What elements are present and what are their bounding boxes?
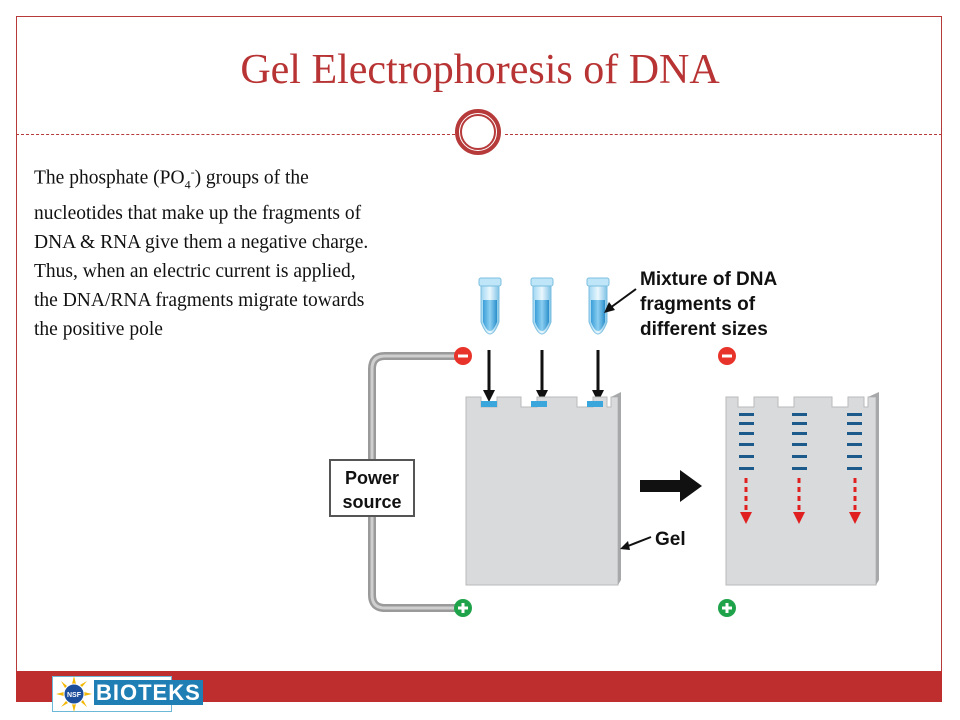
loading-arrow-1	[483, 350, 495, 402]
mixture-label: Mixture of DNA fragments of different si…	[640, 269, 778, 340]
bioteks-logo-text: BIOTEKS	[94, 680, 203, 706]
lane-1-bands	[739, 413, 754, 470]
migration-arrow-2	[793, 478, 805, 524]
body-text: The phosphate (PO4-) groups of the nucle…	[34, 158, 379, 344]
power-source-box: Power source	[329, 459, 415, 517]
loading-arrow-2	[536, 350, 548, 402]
gel-before	[465, 392, 621, 586]
body-text-part1: The phosphate (PO	[34, 167, 185, 189]
gel-label: Gel	[655, 529, 686, 550]
mixture-pointer-arrow	[604, 288, 637, 313]
bioteks-logo-wordmark: BIOTEKS	[94, 680, 203, 705]
mixture-label-line3: different sizes	[640, 319, 768, 340]
slide-title: Gel Electrophoresis of DNA	[240, 47, 720, 93]
lane-3-bands	[847, 413, 862, 470]
process-arrow	[640, 470, 702, 502]
positive-electrode-right	[718, 599, 736, 617]
test-tube-3	[586, 277, 610, 335]
test-tube-1	[478, 277, 502, 335]
loading-arrow-3	[592, 350, 604, 402]
body-text-part2: ) groups of the nucleotides that make up…	[34, 167, 369, 341]
migration-arrow-3	[849, 478, 861, 524]
gel-pointer-arrow	[620, 536, 652, 550]
mixture-label-line2: fragments of	[640, 294, 756, 315]
migration-arrow-1	[740, 478, 752, 524]
gel-after	[725, 392, 879, 586]
title-divider-right	[505, 134, 942, 135]
nsf-seal-text: NSF	[67, 692, 82, 699]
well-sample-2	[531, 401, 547, 407]
test-tube-2	[530, 277, 554, 335]
positive-electrode-left	[454, 599, 472, 617]
mixture-label-line1: Mixture of DNA	[640, 269, 778, 290]
negative-electrode-right	[718, 347, 736, 365]
divider-ring-inner	[460, 114, 496, 150]
power-label-line2: source	[342, 492, 401, 512]
well-sample-3	[587, 401, 603, 407]
title-divider-left	[16, 134, 455, 135]
body-text-superscript: -	[190, 165, 195, 179]
well-sample-1	[481, 401, 497, 407]
power-label-line1: Power	[345, 468, 399, 488]
negative-electrode-left	[454, 347, 472, 365]
lane-2-bands	[792, 413, 807, 470]
body-text-subscript: 4	[184, 177, 191, 192]
nsf-seal-icon: NSF	[56, 676, 92, 712]
